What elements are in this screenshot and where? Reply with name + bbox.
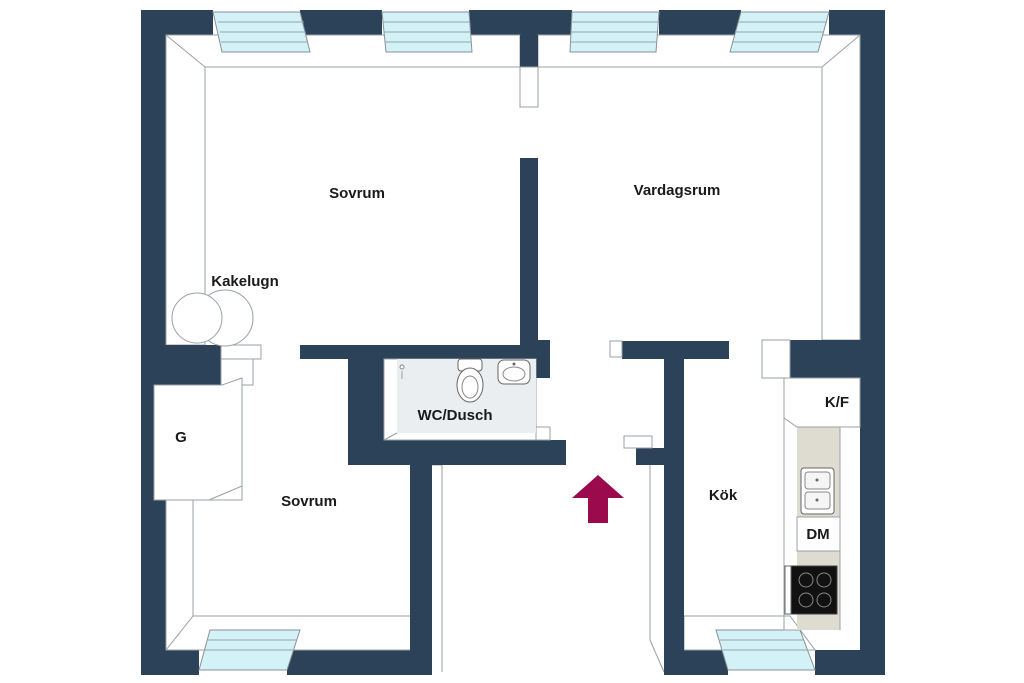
label-bedroom-bottom: Sovrum xyxy=(281,493,337,510)
double-sink-icon xyxy=(800,467,835,515)
shower-drain-icon xyxy=(399,364,405,379)
exterior-walls xyxy=(141,10,885,675)
label-tiled-stove: Kakelugn xyxy=(211,273,279,290)
label-bathroom: WC/Dusch xyxy=(418,407,493,424)
stove-icon xyxy=(784,565,838,615)
tiled-stove-shape xyxy=(171,289,254,347)
label-fridge-freezer: K/F xyxy=(825,394,849,411)
label-living-room: Vardagsrum xyxy=(634,182,721,199)
arrow-up-icon xyxy=(572,475,624,523)
label-kitchen: Kök xyxy=(709,487,738,504)
windows xyxy=(198,11,830,671)
sink-icon xyxy=(497,359,531,385)
label-wardrobe: G xyxy=(175,429,187,446)
interior-walls xyxy=(141,35,885,675)
label-bedroom-top: Sovrum xyxy=(329,185,385,202)
label-dishwasher: DM xyxy=(806,526,829,543)
toilet-icon xyxy=(456,358,484,403)
wardrobe-shape xyxy=(153,377,243,501)
